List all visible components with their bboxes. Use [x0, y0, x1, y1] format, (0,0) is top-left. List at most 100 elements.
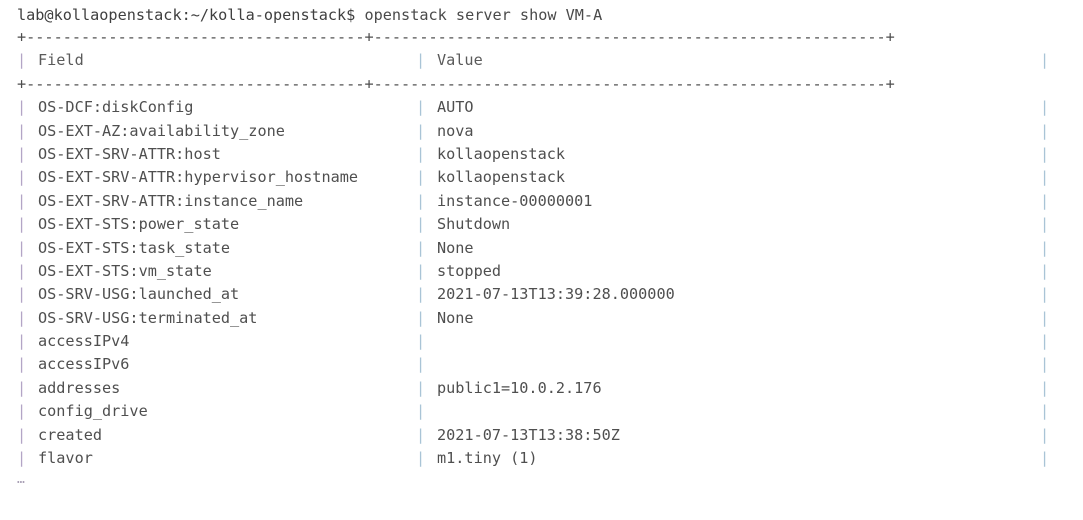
table-cell-value: kollaopenstack: [437, 144, 566, 163]
table-border-left: |: [17, 308, 27, 327]
table-border-left: |: [17, 425, 27, 444]
column-header-field: Field: [38, 51, 84, 70]
table-row: |OS-EXT-STS:task_state|None|: [0, 237, 1083, 260]
table-border-right: |: [1040, 215, 1050, 234]
table-border-right: |: [1040, 425, 1050, 444]
output-truncation-ellipsis: …: [17, 472, 26, 488]
table-border-middle: |: [416, 425, 426, 444]
table-cell-field: created: [38, 425, 103, 444]
table-border-left: |: [17, 144, 27, 163]
table-border-middle: |: [416, 191, 426, 210]
table-cell-field: accessIPv6: [38, 355, 130, 374]
table-rule-top: +-------------------------------------+-…: [17, 28, 895, 46]
table-cell-value: 2021-07-13T13:38:50Z: [437, 425, 620, 444]
table-border-right: |: [1040, 402, 1050, 421]
table-border-left: |: [17, 355, 27, 374]
table-border-middle: |: [416, 238, 426, 257]
table-border-middle: |: [416, 332, 426, 351]
table-cell-value: public1=10.0.2.176: [437, 378, 602, 397]
table-border-right: |: [1040, 332, 1050, 351]
table-border-right: |: [1040, 51, 1050, 70]
table-row: | flavor | m1.tiny (1) |: [0, 447, 1083, 470]
table-cell-field: OS-EXT-SRV-ATTR:hypervisor_hostname: [38, 168, 359, 187]
table-row: | accessIPv6 | |: [0, 353, 1083, 376]
table-row: | config_drive | |: [0, 400, 1083, 423]
table-row: |OS-EXT-SRV-ATTR:host|kollaopenstack|: [0, 143, 1083, 166]
table-border-left: |: [17, 51, 27, 70]
table-border-right: |: [1040, 378, 1050, 397]
table-border-right: |: [1040, 121, 1050, 140]
table-border-left: |: [17, 121, 27, 140]
table-cell-field: accessIPv4: [38, 332, 130, 351]
table-row: | OS-EXT-AZ:availability_zone | nova |: [0, 120, 1083, 143]
table-rule-header: +-------------------------------------+-…: [17, 74, 895, 93]
table-border-middle: |: [416, 378, 426, 397]
table-cell-field: OS-EXT-STS:vm_state: [38, 261, 212, 280]
command-prompt-line: lab@kollaopenstack:~/kolla-openstack$ op…: [0, 0, 1083, 26]
table-border-left: |: [17, 402, 27, 421]
table-border-middle: |: [416, 449, 426, 468]
table-border-middle: |: [416, 215, 426, 234]
shell-command: openstack server show VM-A: [364, 6, 603, 24]
table-row: |addresses|public1=10.0.2.176|: [0, 377, 1083, 400]
table-border-middle: |: [416, 51, 426, 70]
table-cell-field: OS-SRV-USG:terminated_at: [38, 308, 258, 327]
table-border-right: |: [1040, 191, 1050, 210]
table-body: | OS-DCF:diskConfig | AUTO | | OS-EXT-AZ:avail…: [0, 96, 1083, 470]
table-border-right: |: [1040, 355, 1050, 374]
table-border-middle: |: [416, 98, 426, 117]
table-border-right: |: [1040, 449, 1050, 468]
table-border-left: |: [17, 261, 27, 280]
table-row: | accessIPv4 | |: [0, 330, 1083, 353]
table-border-right: |: [1040, 261, 1050, 280]
table-row: | OS-EXT-SRV-ATTR:hypervisor_hostname | kol…: [0, 166, 1083, 189]
table-cell-field: addresses: [38, 378, 121, 397]
table-row: |OS-DCF:diskConfig|AUTO|: [0, 96, 1083, 119]
table-cell-value: 2021-07-13T13:39:28.000000: [437, 285, 675, 304]
table-border-left: |: [17, 191, 27, 210]
table-cell-field: OS-SRV-USG:launched_at: [38, 285, 240, 304]
table-cell-value: kollaopenstack: [437, 168, 566, 187]
table-cell-field: OS-EXT-AZ:availability_zone: [38, 121, 285, 140]
table-cell-field: OS-EXT-STS:task_state: [38, 238, 231, 257]
table-border-left: |: [17, 449, 27, 468]
table-cell-value: nova: [437, 121, 474, 140]
table-header-row: | Field | Value |: [0, 49, 1083, 72]
table-cell-field: OS-DCF:diskConfig: [38, 98, 194, 117]
column-header-value: Value: [437, 51, 483, 70]
shell-prompt: lab@kollaopenstack:~/kolla-openstack$: [17, 6, 356, 24]
table-border-middle: |: [416, 261, 426, 280]
table-border-right: |: [1040, 308, 1050, 327]
table-row: |OS-EXT-STS:power_state|Shutdown|: [0, 213, 1083, 236]
table-cell-value: m1.tiny (1): [437, 449, 538, 468]
table-cell-value: None: [437, 308, 474, 327]
table-cell-value: instance-00000001: [437, 191, 593, 210]
table-row: | created | 2021-07-13T13:38:50Z |: [0, 424, 1083, 447]
table-cell-field: OS-EXT-STS:power_state: [38, 215, 240, 234]
table-border-middle: |: [416, 144, 426, 163]
table-border-middle: |: [416, 285, 426, 304]
table-row: | OS-SRV-USG:launched_at | 2021-07-13T13:39…: [0, 283, 1083, 306]
table-row: |OS-SRV-USG:terminated_at|None|: [0, 307, 1083, 330]
table-border-middle: |: [416, 121, 426, 140]
table-border-left: |: [17, 168, 27, 187]
table-border-middle: |: [416, 168, 426, 187]
table-cell-field: OS-EXT-SRV-ATTR:instance_name: [38, 191, 304, 210]
table-cell-field: flavor: [38, 449, 93, 468]
table-border-left: |: [17, 238, 27, 257]
table-border-right: |: [1040, 168, 1050, 187]
table-border-right: |: [1040, 285, 1050, 304]
table-border-right: |: [1040, 98, 1050, 117]
table-row: | OS-EXT-SRV-ATTR:instance_name | instance-…: [0, 190, 1083, 213]
table-border-middle: |: [416, 402, 426, 421]
table-cell-field: config_drive: [38, 402, 148, 421]
table-border-left: |: [17, 285, 27, 304]
table-border-left: |: [17, 215, 27, 234]
table-border-right: |: [1040, 238, 1050, 257]
table-cell-value: AUTO: [437, 98, 474, 117]
table-border-left: |: [17, 332, 27, 351]
table-border-middle: |: [416, 355, 426, 374]
table-row: |OS-EXT-STS:vm_state|stopped|: [0, 260, 1083, 283]
table-cell-field: OS-EXT-SRV-ATTR:host: [38, 144, 221, 163]
